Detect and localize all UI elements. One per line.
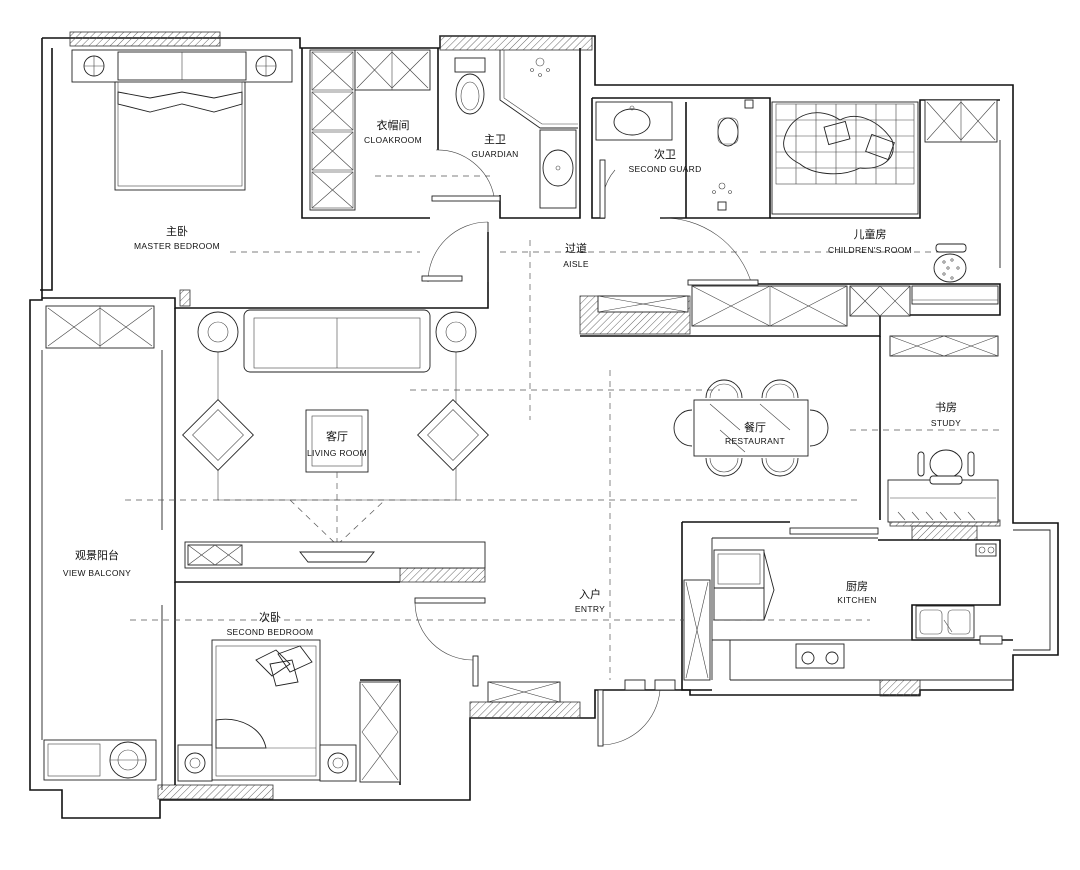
label-study-en: STUDY <box>931 418 961 428</box>
label-aisle-cn: 过道 <box>565 241 587 255</box>
label-view-balcony-cn: 观景阳台 <box>75 548 119 562</box>
second-bath-fixtures <box>595 99 754 211</box>
room-labels: 主卧 MASTER BEDROOM 衣帽间 CLOAKROOM 主卫 GUARD… <box>63 118 961 637</box>
label-view-balcony-en: VIEW BALCONY <box>63 568 131 578</box>
label-cloakroom-cn: 衣帽间 <box>377 118 410 132</box>
second-bedroom-furniture <box>177 639 561 783</box>
study-furniture <box>887 335 999 523</box>
label-living-room-cn: 客厅 <box>326 429 348 443</box>
label-master-bath-en: GUARDIAN <box>471 149 518 159</box>
master-bath-fixtures <box>454 50 578 209</box>
childrens-desk-chair <box>933 243 967 283</box>
label-living-room-en: LIVING ROOM <box>307 448 367 458</box>
interior-walls <box>41 48 1013 790</box>
label-restaurant-en: RESTAURANT <box>725 436 785 446</box>
label-entry-cn: 入户 <box>579 587 601 601</box>
label-restaurant-cn: 餐厅 <box>744 420 766 434</box>
label-master-bedroom-en: MASTER BEDROOM <box>134 241 220 251</box>
label-childrens-room-cn: 儿童房 <box>854 227 887 241</box>
label-study-cn: 书房 <box>935 401 957 414</box>
tv-cabinet <box>184 541 486 569</box>
cloakroom-wardrobe <box>309 49 431 211</box>
label-kitchen-en: KITCHEN <box>837 595 876 605</box>
label-cloakroom-en: CLOAKROOM <box>364 135 422 145</box>
label-second-bath-en: SECOND GUARD <box>628 164 701 174</box>
living-sofa <box>182 309 489 546</box>
label-aisle-en: AISLE <box>563 259 589 269</box>
children-cabinets <box>597 285 999 327</box>
childrens-bed <box>771 99 998 215</box>
label-childrens-room-en: CHILDREN'S ROOM <box>828 245 912 255</box>
label-entry-en: ENTRY <box>575 604 605 614</box>
label-second-bedroom-cn: 次卧 <box>259 610 281 624</box>
label-second-bedroom-en: SECOND BEDROOM <box>227 627 314 637</box>
kitchen-fixtures <box>683 529 1051 681</box>
label-second-bath-cn: 次卫 <box>654 147 676 161</box>
master-bed <box>71 49 293 191</box>
dining-table <box>673 379 829 477</box>
doors <box>414 149 879 747</box>
balcony-fixtures <box>43 305 157 781</box>
label-master-bath-cn: 主卫 <box>484 133 506 146</box>
label-kitchen-cn: 厨房 <box>846 580 868 593</box>
label-master-bedroom-cn: 主卧 <box>166 225 188 238</box>
